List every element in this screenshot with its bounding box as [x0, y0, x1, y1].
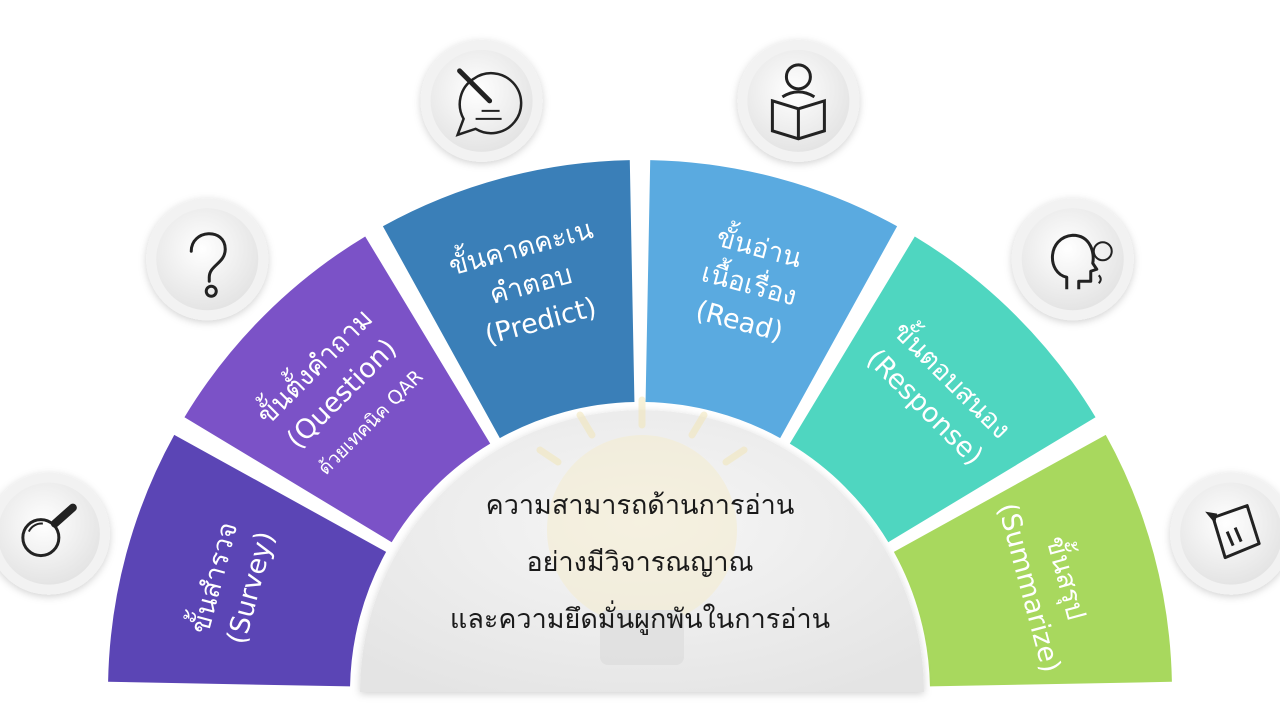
center-title-line-1: ความสามารถด้านการอ่าน	[485, 490, 795, 521]
segment-survey-shape	[108, 434, 387, 687]
segment-response: ขั้นตอบสนอง(Response)	[789, 236, 1096, 543]
segment-summarize-icon-circle	[1170, 472, 1280, 595]
segment-survey-icon-circle	[0, 472, 110, 595]
speaking-head-icon	[1051, 233, 1113, 290]
person-reading-icon	[770, 63, 826, 141]
segment-survey-label: ขั้นสำรวจ(Survey)	[180, 518, 281, 648]
segment-response-icon-circle	[1011, 198, 1134, 321]
segment-question-shape	[184, 236, 491, 543]
segments-layer: ขั้นสำรวจ(Survey)ขั้นตั้งคำถาม(Question)…	[108, 160, 1172, 687]
pen-speech-bubble-icon	[455, 68, 523, 137]
segment-survey: ขั้นสำรวจ(Survey)	[108, 434, 387, 687]
segment-response-shape	[789, 236, 1096, 543]
magnifier-icon	[21, 503, 77, 558]
segment-summarize: ขั้นสรุป(Summarize)	[893, 434, 1172, 687]
notepad-icon	[1205, 504, 1261, 560]
segment-question-icon-circle	[146, 198, 269, 321]
center-title-line-2: อย่างมีวิจารณญาณ	[526, 547, 754, 578]
segment-predict-icon-circle	[420, 39, 543, 162]
question-mark-icon	[189, 232, 227, 298]
segment-question: ขั้นตั้งคำถาม(Question)ด้วยเทคนิค QAR	[184, 236, 491, 543]
center-title-line-3: และความยึดมั่นผูกพันในการอ่าน	[449, 604, 831, 635]
segment-predict-shape	[382, 160, 635, 439]
lightbulb-icon	[536, 396, 748, 665]
segment-read-icon-circle	[737, 39, 860, 162]
icon-circles-layer	[0, 39, 1280, 595]
center-hub	[360, 396, 924, 692]
segment-summarize-shape	[893, 434, 1172, 687]
segment-read-shape	[645, 160, 898, 439]
